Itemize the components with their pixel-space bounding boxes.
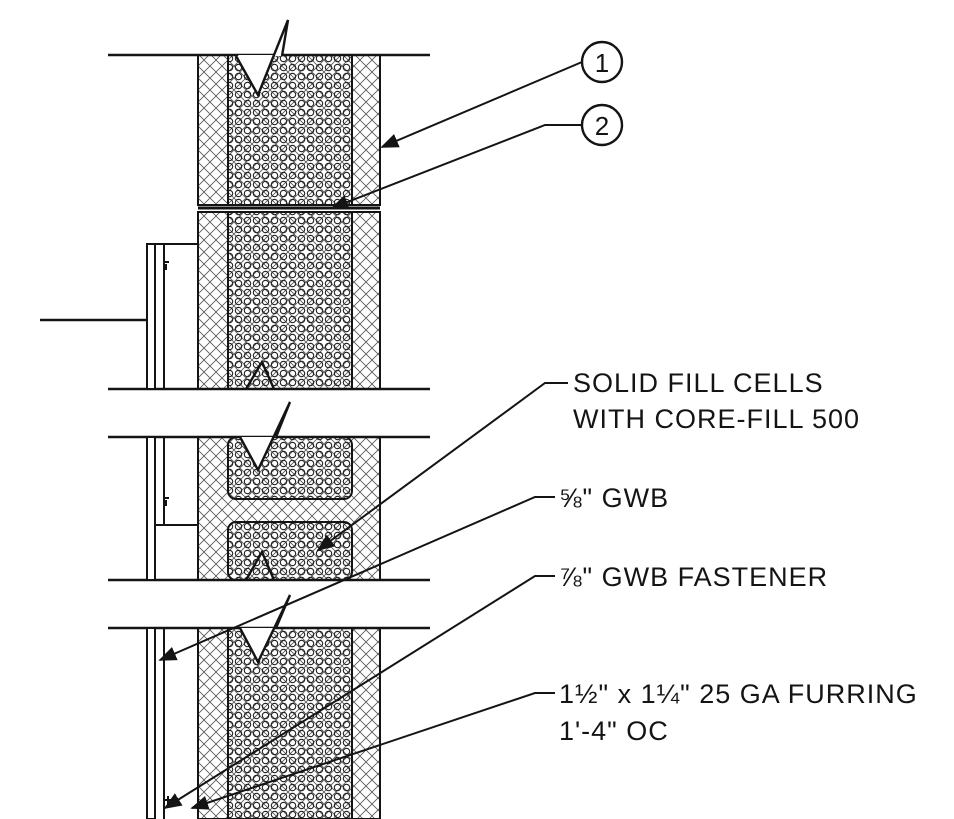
callout-1-number: 1 [595, 48, 609, 78]
break-symbols [234, 19, 292, 665]
callout-1: 1 [380, 40, 624, 148]
note-solid-fill-line2: WITH CORE-FILL 500 [573, 404, 860, 434]
notes: SOLID FILL CELLS WITH CORE-FILL 500 ⅝" G… [559, 368, 918, 746]
note-gwb-fastener: ⅞" GWB FASTENER [559, 562, 828, 592]
gwb-board [146, 436, 156, 581]
gwb-board [146, 243, 156, 390]
note-leaders [158, 382, 568, 810]
callout-2-number: 2 [595, 111, 609, 141]
callout-2: 2 [330, 103, 624, 209]
note-furring-line1: 1½" x 1¼" 25 GA FURRING [559, 679, 918, 709]
gwb-board [146, 627, 156, 819]
break-gaps [100, 390, 440, 627]
note-solid-fill-line1: SOLID FILL CELLS [573, 368, 824, 398]
note-gwb: ⅝" GWB [559, 483, 669, 513]
gwb-and-furring [40, 243, 198, 819]
note-furring-line2: 1'-4" OC [559, 716, 669, 746]
